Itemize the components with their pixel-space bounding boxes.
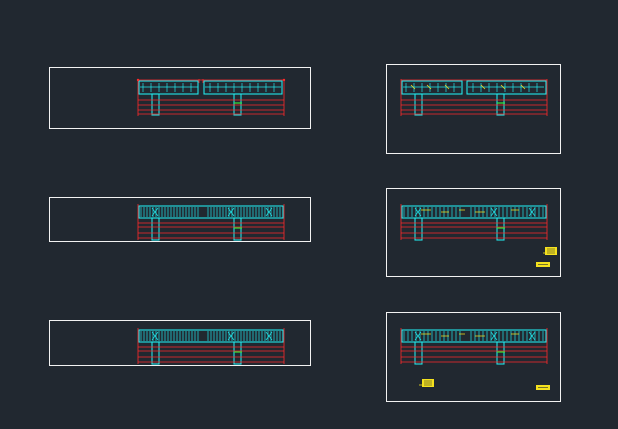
drawing-sheet-left-3[interactable] <box>49 320 311 366</box>
sheet-frame <box>49 197 311 242</box>
scale-bar-stamp <box>536 385 550 390</box>
beam-elevation <box>136 78 286 116</box>
drawing-sheet-left-1[interactable] <box>49 67 311 129</box>
sheet-frame <box>386 312 561 402</box>
sheet-frame <box>49 67 311 129</box>
drawing-sheet-right-3[interactable] <box>386 312 561 402</box>
beam-elevation <box>400 79 548 116</box>
title-block-stamp-icon <box>543 247 557 255</box>
drawing-sheet-left-2[interactable] <box>49 197 311 242</box>
beam-elevation <box>137 328 285 365</box>
beam-elevation <box>400 204 548 241</box>
beam-elevation <box>137 204 285 241</box>
drawing-sheet-right-1[interactable] <box>386 64 561 154</box>
sheet-frame <box>386 64 561 154</box>
sheet-frame <box>49 320 311 366</box>
beam-elevation <box>400 328 548 365</box>
title-block-stamp-icon <box>419 379 434 387</box>
scale-bar-stamp <box>536 262 550 267</box>
sheet-frame <box>386 188 561 277</box>
drawing-sheet-right-2[interactable] <box>386 188 561 277</box>
